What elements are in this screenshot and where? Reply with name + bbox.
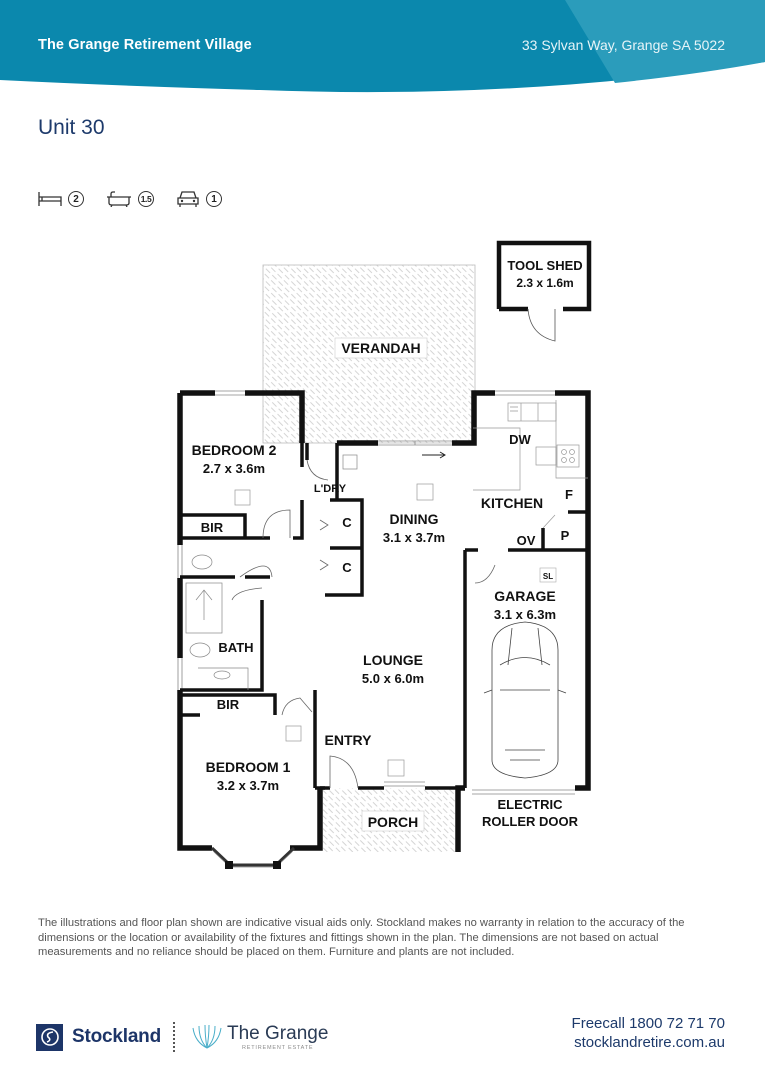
roller-door-label-2: ROLLER DOOR	[482, 814, 579, 829]
lounge-label: LOUNGE	[363, 652, 423, 668]
bathrooms-count: 1.5	[138, 191, 154, 207]
bedroom1-size: 3.2 x 3.7m	[217, 778, 279, 793]
tool-shed: TOOL SHED 2.3 x 1.6m	[496, 240, 592, 342]
tool-shed-size: 2.3 x 1.6m	[516, 276, 573, 290]
garage-size: 3.1 x 6.3m	[494, 607, 556, 622]
logo-divider	[173, 1022, 177, 1052]
car-spaces-count: 1	[206, 191, 222, 207]
header-banner: The Grange Retirement Village 33 Sylvan …	[0, 0, 765, 100]
bir-bottom-label: BIR	[217, 697, 240, 712]
bedrooms-count: 2	[68, 191, 84, 207]
grange-name: The Grange	[227, 1022, 329, 1044]
village-address: 33 Sylvan Way, Grange SA 5022	[521, 37, 725, 53]
bathroom-fixtures	[185, 454, 358, 690]
website-link[interactable]: stocklandretire.com.au	[574, 1034, 725, 1051]
verandah-label: VERANDAH	[341, 340, 420, 356]
bath-label: BATH	[218, 640, 253, 655]
ceiling-fixtures	[234, 483, 434, 777]
bedroom2-label: BEDROOM 2	[192, 442, 277, 458]
village-name: The Grange Retirement Village	[38, 37, 252, 53]
interior-walls	[180, 443, 588, 790]
freecall-phone[interactable]: Freecall 1800 72 71 70	[571, 1015, 725, 1032]
feature-bathrooms: 1.5	[106, 191, 154, 207]
feature-car-spaces: 1	[176, 190, 222, 208]
stockland-brand: Stockland	[72, 1026, 161, 1047]
footer-logos: Stockland The Grange RETIREMENT ESTATE	[36, 1022, 328, 1052]
header-wave-shape	[0, 0, 765, 93]
car-drawing	[483, 621, 567, 779]
pantry-label: P	[561, 528, 570, 543]
vanity-basin	[213, 670, 231, 680]
shower	[185, 582, 223, 634]
lounge-size: 5.0 x 6.0m	[362, 671, 424, 686]
grange-logo: The Grange RETIREMENT ESTATE	[191, 1022, 329, 1051]
porch-label: PORCH	[368, 814, 419, 830]
sliding-door-arrow	[422, 451, 446, 459]
shell-icon	[192, 1024, 222, 1049]
kitchen-label: KITCHEN	[481, 495, 543, 511]
bath-icon	[107, 191, 131, 207]
disclaimer-text: The illustrations and floor plan shown a…	[38, 917, 685, 958]
tool-shed-label: TOOL SHED	[507, 258, 582, 273]
bay-window	[210, 846, 296, 869]
laundry-tub	[342, 454, 358, 470]
exterior-walls	[177, 390, 591, 852]
garage-label: GARAGE	[494, 588, 555, 604]
laundry-label: L'DRY	[314, 483, 347, 495]
bedroom2-size: 2.7 x 3.6m	[203, 461, 265, 476]
contact-info: Freecall 1800 72 71 70 stocklandretire.c…	[572, 1014, 725, 1052]
dining-label: DINING	[390, 511, 439, 527]
kitchen-fixtures	[473, 400, 588, 529]
dishwasher-label: DW	[509, 432, 531, 447]
toilet-2	[189, 642, 211, 658]
cupboard2-label: C	[342, 560, 352, 575]
entry-label: ENTRY	[325, 732, 373, 748]
feature-bedrooms: 2	[38, 191, 84, 207]
unit-features: 2 1.5 1	[38, 190, 244, 208]
fridge-label: F	[565, 487, 573, 502]
toilet	[191, 554, 213, 570]
roller-door-label-1: ELECTRIC	[498, 797, 564, 812]
cupboard1-label: C	[342, 515, 352, 530]
doors	[231, 459, 496, 789]
unit-title: Unit 30	[38, 116, 105, 139]
skylight-label: SL	[543, 572, 553, 581]
windows	[177, 390, 575, 795]
car-icon	[177, 191, 199, 207]
stockland-logo-icon	[36, 1023, 63, 1051]
oven-label: OV	[517, 533, 536, 548]
bedroom1-label: BEDROOM 1	[206, 759, 291, 775]
floor-plan: VERANDAH PORCH TOOL SHED 2.3 x 1.6m	[177, 240, 592, 869]
bed-icon	[38, 192, 62, 206]
bir-top-label: BIR	[201, 520, 224, 535]
grange-subtitle: RETIREMENT ESTATE	[242, 1044, 314, 1051]
dining-size: 3.1 x 3.7m	[383, 530, 445, 545]
